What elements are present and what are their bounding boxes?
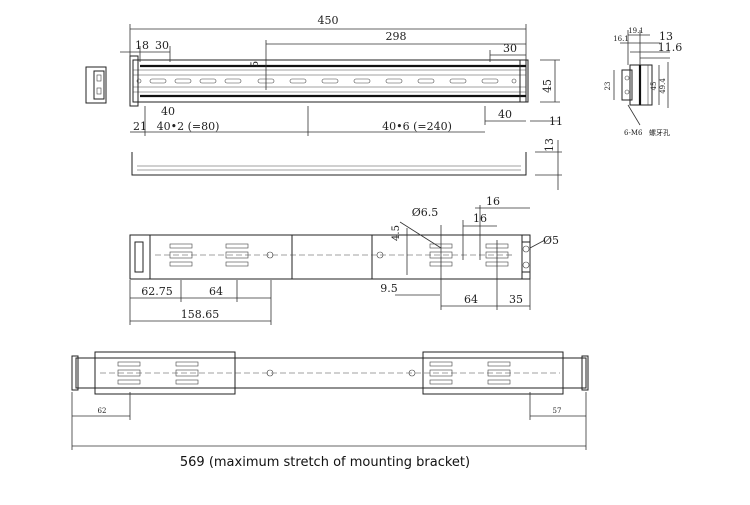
dim-offset-21: 21 bbox=[133, 120, 147, 133]
dim-16-top: 16 bbox=[486, 195, 500, 208]
dim-end-13: 13 bbox=[659, 30, 673, 43]
detail-view: Ø6.5 Ø5 4.5 16 16 9.5 64 35 62.75 64 158… bbox=[129, 195, 559, 325]
dim-end-16-1: 16.1 bbox=[613, 35, 629, 43]
dim-end-45: 45 bbox=[650, 82, 658, 91]
dim-end-49-4: 49.4 bbox=[659, 78, 667, 94]
stretch-caption: 569 (maximum stretch of mounting bracket… bbox=[179, 455, 471, 470]
dim-9-5: 9.5 bbox=[380, 282, 398, 295]
dim-stretch-left: 62 bbox=[98, 407, 107, 415]
dim-end-23: 23 bbox=[604, 82, 612, 91]
dim-end-30: 30 bbox=[503, 42, 517, 55]
dim-small-5: 5 bbox=[250, 61, 261, 67]
end-view-note: 6-M6 bbox=[624, 129, 643, 137]
left-bracket bbox=[85, 66, 107, 104]
dim-35: 35 bbox=[509, 293, 523, 306]
dim-right-11: 11 bbox=[549, 115, 563, 128]
side-view: 13 bbox=[131, 138, 562, 190]
dim-stretch-right: 57 bbox=[553, 407, 562, 415]
dim-start-b: 30 bbox=[155, 39, 169, 52]
end-view-note-suffix: 螺牙孔 bbox=[649, 128, 670, 137]
end-view: 19.1 16.1 13 11.6 23 45 49.4 6-M6 螺牙孔 bbox=[604, 27, 682, 137]
top-view: 450 298 18 30 30 5 45 40 40 21 40•2 (=80… bbox=[85, 14, 563, 136]
dim-64-right: 64 bbox=[464, 293, 478, 306]
dim-end-11-6: 11.6 bbox=[658, 41, 683, 54]
dim-start-a: 18 bbox=[135, 39, 149, 52]
rail-body bbox=[129, 55, 529, 107]
dim-lower-40: 40 bbox=[161, 105, 175, 118]
dim-pitch-right: 40•6 (=240) bbox=[382, 120, 452, 133]
dim-4-5: 4.5 bbox=[391, 225, 402, 241]
dim-hole-6-5: Ø6.5 bbox=[412, 206, 439, 219]
dim-height-45: 45 bbox=[541, 79, 554, 93]
dim-side-height-13: 13 bbox=[543, 138, 556, 152]
dim-inner-length: 298 bbox=[386, 30, 407, 43]
dim-pitch-left: 40•2 (=80) bbox=[157, 120, 220, 133]
stretch-view: 62 57 bbox=[71, 351, 589, 450]
top-view-dimensions bbox=[120, 24, 560, 136]
dim-158-65: 158.65 bbox=[181, 308, 220, 321]
dim-end-19-1: 19.1 bbox=[628, 27, 644, 35]
dim-overall-length: 450 bbox=[318, 14, 339, 27]
dim-right-40: 40 bbox=[498, 108, 512, 121]
dim-slot-5: Ø5 bbox=[543, 234, 559, 247]
dim-62-75: 62.75 bbox=[141, 285, 173, 298]
dim-16-mid: 16 bbox=[473, 212, 487, 225]
dim-64-left: 64 bbox=[209, 285, 223, 298]
